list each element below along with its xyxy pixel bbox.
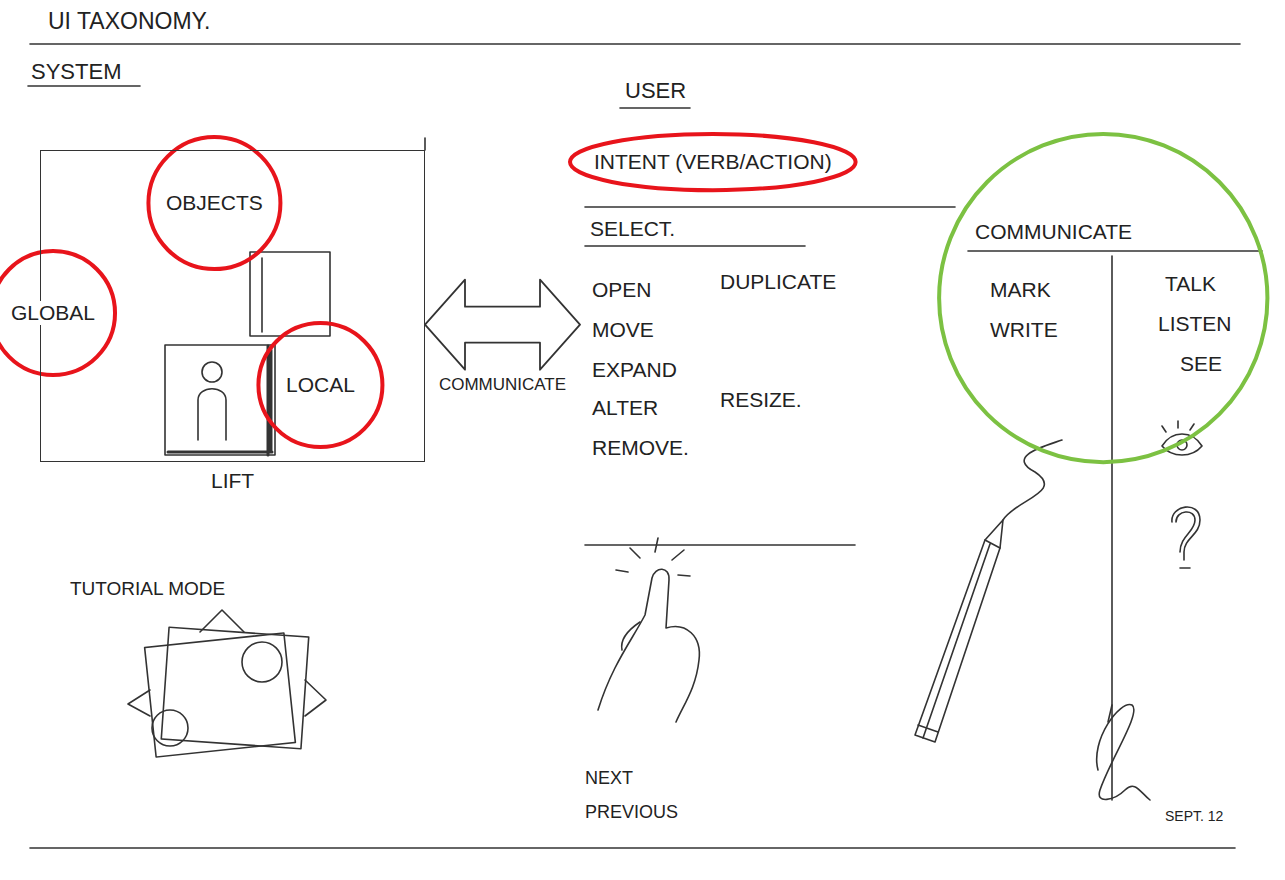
action-item: SELECT. [590,217,675,241]
underline [28,85,140,87]
underline [968,250,1262,252]
rule-line [30,847,1235,849]
nav-label: NEXT [585,768,633,789]
edge-label: COMMUNICATE [437,375,568,395]
zone-label: OBJECTS [166,191,263,215]
object-window-edge [261,258,263,332]
rule-line [585,544,855,546]
mode-item: TALK [1165,272,1216,296]
mode-item: LISTEN [1158,312,1232,336]
date-note: SEPT. 12 [1165,808,1223,824]
tutorial-dot [242,642,282,682]
column-heading: COMMUNICATE [975,220,1132,244]
tutorial-dot [152,710,188,746]
zone-label: LOCAL [286,373,355,397]
rule-line [585,245,805,247]
pointing-hand [598,569,699,722]
section-heading: USER [625,78,686,103]
pointing-hand [622,622,640,650]
eye-icon [1162,434,1202,455]
signature [1108,705,1112,722]
highlight-ring [148,137,280,269]
underline [620,107,690,109]
box-edge [424,138,426,150]
action-item: MOVE [592,318,654,342]
highlight-ring [258,323,382,447]
action-item: RESIZE. [720,388,802,412]
action-item: OPEN [592,278,652,302]
person-body [198,389,226,440]
pencil [918,540,1000,738]
pencil-stroke [1003,440,1062,520]
action-item: ALTER [592,396,658,420]
mode-label: TUTORIAL MODE [70,578,225,600]
action-item: REMOVE. [592,436,689,460]
question-mark [1172,507,1200,568]
mode-item: SEE [1180,352,1222,376]
tutorial-card [161,627,308,748]
highlight-ring [939,134,1267,462]
double-arrow [425,280,580,370]
nav-triangle [200,610,244,632]
system-box: SYSTEMOBJECTSGLOBALLOCALLIFT [40,150,425,462]
highlight-ring [570,134,856,190]
person-head [202,362,222,382]
nav-triangle [305,680,326,716]
intent-label: INTENT (VERB/ACTION) [594,150,832,174]
signature [1097,705,1150,800]
nav-triangle [128,690,150,716]
zone-label: GLOBAL [9,301,97,325]
eye-icon [1162,421,1194,432]
page-title: UI TAXONOMY. [48,8,210,34]
pencil [915,520,1003,742]
section-heading: SYSTEM [31,59,121,84]
rule-line [585,206,955,208]
rule-line [30,43,1240,45]
tap-sparkle [616,538,690,576]
mode-item: WRITE [990,318,1058,342]
user-panel: USER INTENT (VERB/ACTION) SELECT. OPEN DUPLI… [580,70,960,550]
action-item: EXPAND [592,358,677,382]
mode-item: MARK [990,278,1051,302]
highlight-ring [0,251,115,375]
question-mark [1176,512,1195,552]
nav-label: PREVIOUS [585,802,678,823]
person-box-shade [168,346,272,455]
action-item: DUPLICATE [720,270,836,294]
zone-label: LIFT [211,469,254,493]
